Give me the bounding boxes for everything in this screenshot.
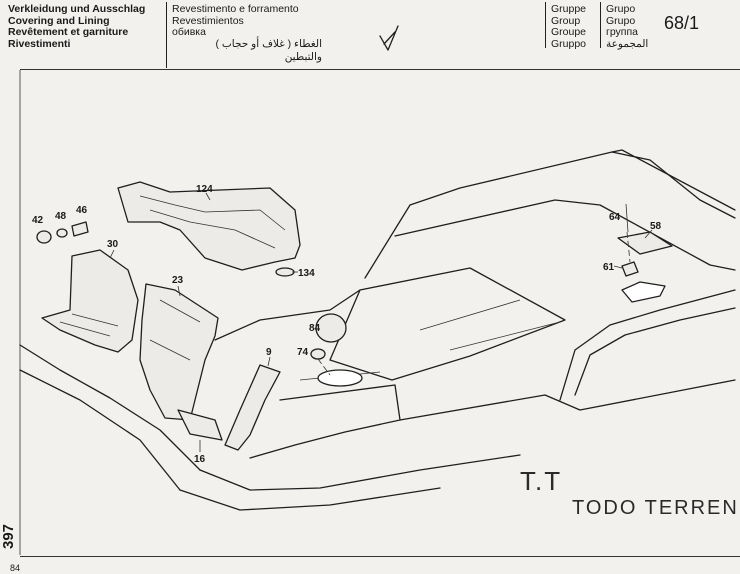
leader-61 <box>613 265 623 269</box>
leader-58 <box>644 229 653 239</box>
part-134-washer <box>275 267 295 277</box>
header-divider-3 <box>600 2 601 48</box>
callout-124: 124 <box>196 184 213 195</box>
floor-rear-edge <box>611 149 736 211</box>
floor-sill <box>199 454 521 491</box>
callout-16: 16 <box>194 454 206 465</box>
part-74-plug <box>310 348 326 360</box>
group-ar: المجموعة <box>606 37 649 50</box>
title-ar-2: والتبطين <box>284 50 322 63</box>
part-30-panel <box>41 249 139 353</box>
floor-opening-right <box>621 281 666 303</box>
floor-outer-lower-2 <box>19 369 181 491</box>
leader-74 <box>317 358 331 376</box>
part-23-detail <box>149 299 201 361</box>
title-es: Revestimientos <box>172 14 244 27</box>
leader-23 <box>177 285 181 297</box>
title-ar-1: الغطاء ( غلاف أو حجاب ) <box>215 37 323 50</box>
group-labels-2: Grupo Grupo группа المجموعة <box>606 3 649 50</box>
part-64-screw <box>625 203 629 233</box>
side-page-code: 397 <box>0 523 18 550</box>
callout-48: 48 <box>55 211 67 222</box>
part-46-screw <box>71 221 89 237</box>
page-number: 68/1 <box>664 13 700 33</box>
group-labels: Gruppe Group Groupe Gruppo <box>551 3 587 50</box>
group-ru: группа <box>606 26 639 38</box>
header-rule <box>20 69 740 70</box>
floor-mid-ridge <box>394 199 736 271</box>
floor-crease-1 <box>419 299 521 331</box>
title-ru: обивка <box>172 26 206 38</box>
header-divider-1 <box>166 2 167 68</box>
floor-tunnel <box>249 384 401 459</box>
leader-9 <box>267 356 271 367</box>
floor-lower-edge <box>399 379 736 421</box>
floor-wheel-arch <box>559 289 736 401</box>
part-48-washer <box>56 228 68 238</box>
part-58-cover <box>617 231 673 255</box>
part-124-detail-1 <box>139 195 286 231</box>
callout-61: 61 <box>603 262 615 273</box>
handwritten-check-mark <box>379 25 399 51</box>
callout-46: 46 <box>76 205 88 216</box>
part-124-detail-2 <box>149 209 276 249</box>
leader-64 <box>626 231 631 263</box>
leader-30 <box>109 249 115 259</box>
floor-outline <box>364 151 736 279</box>
handwritten-todo-terreno: TODO TERREN <box>572 497 739 519</box>
group-pt: Grupo <box>606 3 636 15</box>
group-fr: Groupe <box>551 26 587 38</box>
callout-42: 42 <box>32 215 44 226</box>
part-23-bulkhead <box>139 283 219 421</box>
part-61-grommet <box>621 261 639 277</box>
title-en: Covering and Lining <box>8 14 110 27</box>
title-pt: Revestimento e forramento <box>172 3 299 15</box>
handwritten-tt: T.T <box>520 466 563 496</box>
callout-74: 74 <box>297 347 309 358</box>
floor-front-edge <box>214 289 361 341</box>
header-translations: Revestimento e forramento Revestimientos… <box>172 3 323 65</box>
group-es: Grupo <box>606 14 636 27</box>
callout-23: 23 <box>172 275 184 286</box>
part-42-ring <box>36 230 52 244</box>
part-84-plug <box>315 313 347 343</box>
floor-crease-2 <box>449 321 561 351</box>
title-it: Rivestimenti <box>8 37 71 50</box>
leader-124 <box>205 192 211 201</box>
group-en: Group <box>551 14 581 27</box>
group-de: Gruppe <box>551 3 587 15</box>
callout-58: 58 <box>650 221 662 232</box>
floor-outer-lower <box>19 344 201 471</box>
header-title-block: Verkleidung und Ausschlag Covering and L… <box>8 3 146 50</box>
title-fr: Revêtement et garniture <box>8 26 129 38</box>
footer-number: 84 <box>10 563 21 573</box>
callout-134: 134 <box>298 268 315 279</box>
title-de: Verkleidung und Ausschlag <box>8 3 146 15</box>
part-16-pad <box>177 409 223 441</box>
callout-9: 9 <box>266 347 272 358</box>
callout-64: 64 <box>609 212 621 223</box>
floor-sill-2 <box>179 487 441 511</box>
part-9-strip <box>224 364 281 451</box>
header-divider-2 <box>545 2 546 48</box>
part-124-cover <box>117 181 301 271</box>
footer-rule <box>20 556 740 557</box>
callout-84: 84 <box>309 323 321 334</box>
group-it: Gruppo <box>551 37 587 50</box>
part-30-slot-2 <box>71 313 119 327</box>
part-30-slot-1 <box>59 321 111 337</box>
floor-panel-top <box>329 267 566 381</box>
floor-opening-left <box>317 369 363 387</box>
callout-30: 30 <box>107 239 119 250</box>
floor-arch-inner <box>574 307 736 396</box>
